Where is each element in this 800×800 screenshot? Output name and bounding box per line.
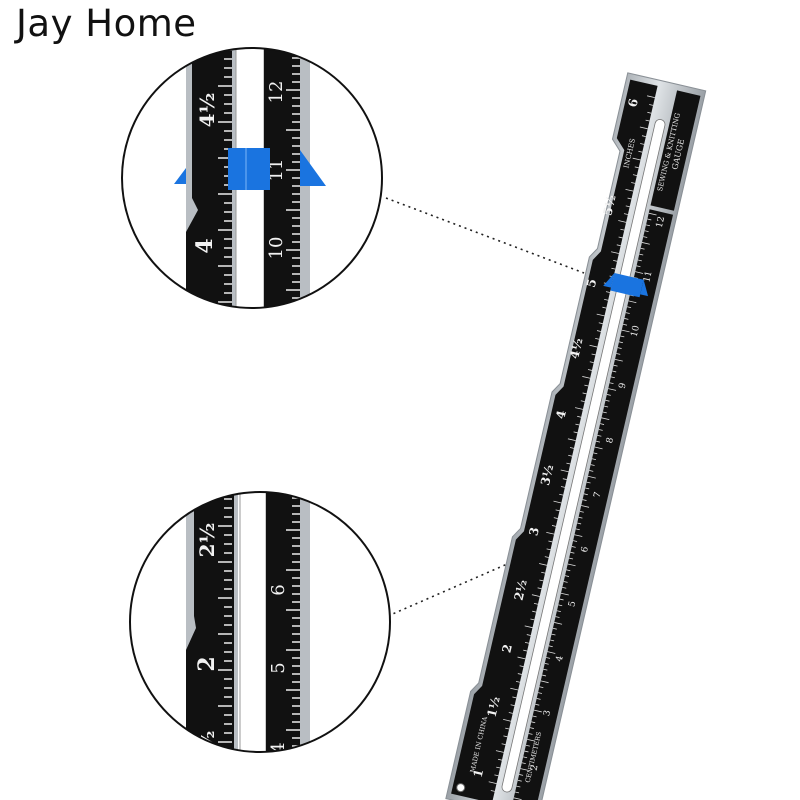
- gauge-cm-label: 4: [555, 655, 566, 663]
- zoom-circle-bottom: ½ 2 2½ 4 5 6: [129, 491, 391, 753]
- cm-strip: [511, 209, 674, 800]
- gauge-inch-label: 6: [625, 97, 641, 108]
- gauge-cm-label: 10: [630, 324, 642, 338]
- gauge-inch-label: 2: [499, 643, 515, 654]
- zoom-bottom-inch-half: ½: [198, 731, 219, 750]
- zoom-top-inch-4-5: 4½: [195, 93, 219, 128]
- zoom-bottom-cm-labels: 4 5 6: [268, 584, 289, 753]
- gauge-slot: [501, 119, 666, 793]
- hanging-hole: [456, 783, 466, 793]
- leader-line-bottom: [387, 557, 522, 617]
- gauge-inch-label: 5½: [600, 193, 618, 216]
- gauge-cm-label: 6: [580, 545, 591, 553]
- gauge-inch-label: 1½: [485, 695, 503, 718]
- brand-logo: Jay Home: [16, 2, 197, 45]
- gauge-inch-label: 5: [584, 277, 600, 288]
- gauge-inch-label: 2½: [512, 578, 530, 601]
- leader-line-top: [385, 197, 585, 274]
- gauge-cm-label: 12: [655, 215, 667, 228]
- gauge-tick-marks: [488, 95, 657, 800]
- zoom-top-inch-labels: 4 4½: [192, 93, 219, 254]
- gauge-cm-label: 5: [567, 600, 578, 608]
- zoom-bottom-cm-5: 5: [268, 662, 289, 673]
- gauge-inch-label: 4: [553, 409, 569, 420]
- gauge-inch-labels: 1 1½ 2 2½ 3 3½ 4 4½ 5 5½ 6: [471, 97, 641, 779]
- gauge-cm-label: 7: [593, 491, 604, 499]
- zoom-top-slider: [174, 148, 326, 190]
- zoom-top-cm-labels: 10 11 12: [266, 81, 287, 260]
- gauge-inch-label: 4½: [567, 337, 585, 360]
- zoom-top-cm-11: 11: [266, 159, 287, 182]
- zoom-circle-top: 4 4½ 10 11 12: [121, 47, 383, 309]
- sewing-gauge: SEWING & KNITTING GAUGE INCHES CENTIMETE…: [445, 72, 707, 800]
- zoom-top-cm-10: 10: [266, 237, 287, 260]
- gauge-cm-label: 11: [642, 270, 654, 283]
- zoom-bottom-cm-6: 6: [268, 584, 289, 595]
- gauge-cm-label: 2: [530, 764, 541, 772]
- zoom-bottom-inch-2: 2: [194, 656, 220, 671]
- zoom-bottom-inch-2-5: 2½: [195, 523, 219, 558]
- zoom-tick-marks: [218, 497, 300, 752]
- zoom-top-cm-12: 12: [266, 81, 287, 104]
- gauge-cm-label: 8: [605, 436, 616, 444]
- zoom-tick-marks: [218, 49, 300, 307]
- gauge-inch-label: 3: [526, 526, 542, 537]
- gauge-cm-labels: 2 3 4 5 6 7 8 9 10 11 12: [530, 215, 668, 771]
- gauge-inch-label: 1: [471, 768, 487, 779]
- gauge-cm-label: 3: [542, 709, 553, 717]
- inch-strip: [451, 79, 658, 800]
- gauge-cm-label: 9: [618, 382, 629, 390]
- zoom-bottom-cm-4: 4: [268, 742, 289, 753]
- zoom-top-inch-4: 4: [192, 238, 218, 253]
- gauge-inch-label: 3½: [538, 463, 556, 486]
- blue-slider: [603, 273, 649, 298]
